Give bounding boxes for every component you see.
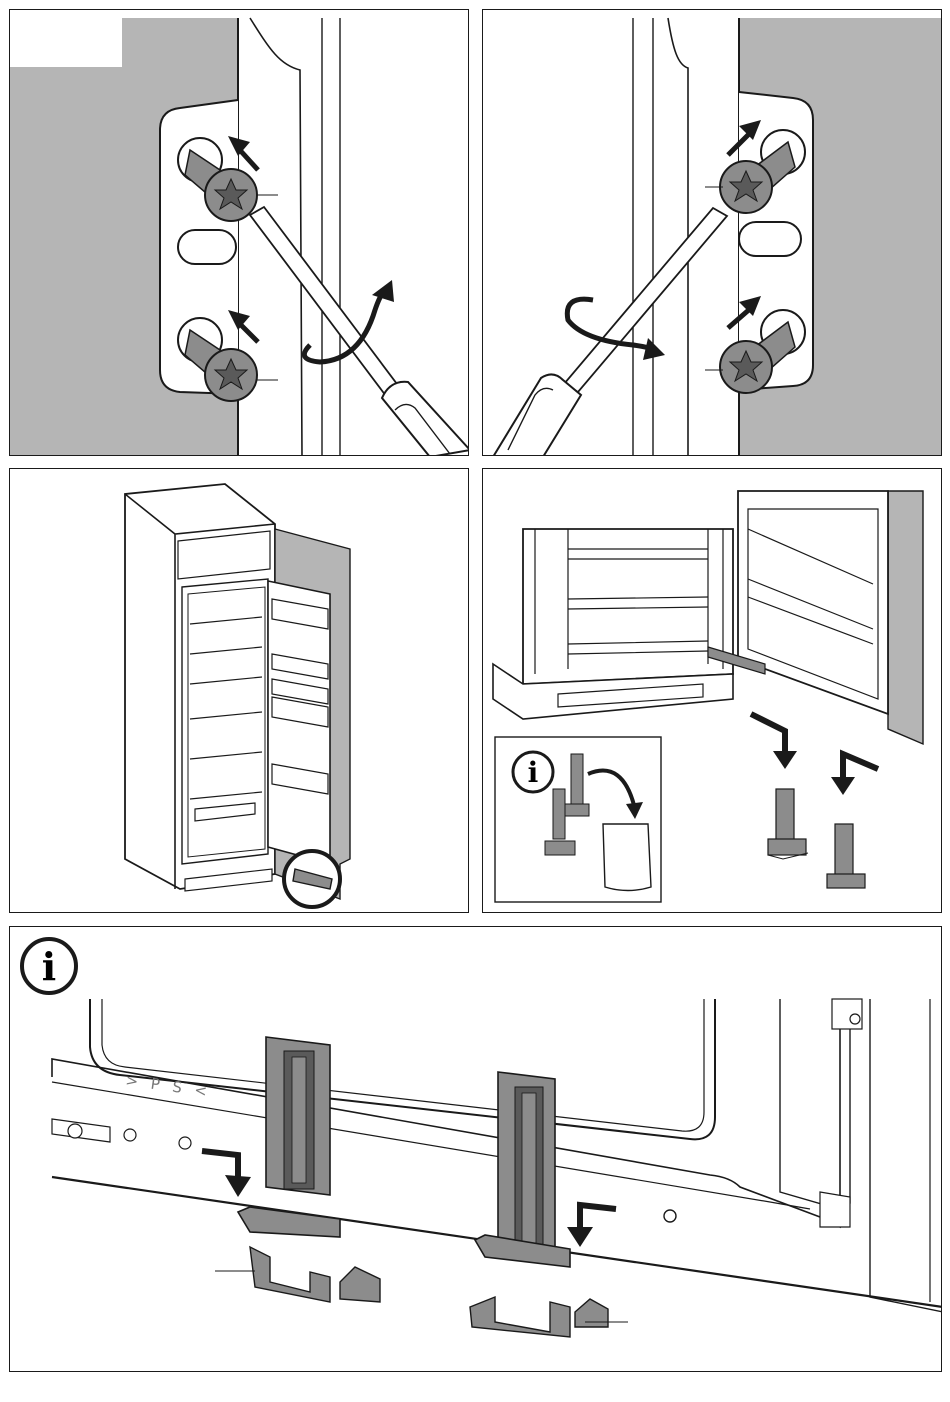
appliance-door bbox=[738, 491, 888, 714]
clip-detail-illustration: i > P S < bbox=[10, 927, 942, 1372]
bracket-slot bbox=[739, 222, 801, 256]
storage-bag bbox=[603, 824, 651, 891]
info-symbol: i bbox=[42, 944, 56, 989]
clip-insertion-illustration: i bbox=[483, 469, 942, 913]
bracket-slot bbox=[178, 230, 236, 264]
panel-screws-right bbox=[482, 9, 942, 456]
arrow-icon bbox=[202, 1151, 251, 1197]
arrow-icon bbox=[751, 714, 797, 769]
panel-appliance-installed bbox=[9, 468, 469, 913]
clip-part bbox=[827, 824, 865, 888]
screwdriver-icon bbox=[493, 208, 727, 456]
info-inset: i bbox=[495, 737, 661, 902]
info-icon: i bbox=[22, 939, 76, 993]
panel-clip-detail: i > P S < bbox=[9, 926, 942, 1372]
appliance-cabinet-illustration bbox=[10, 469, 469, 913]
hinge-mechanism bbox=[52, 1119, 191, 1149]
screwdriver-icon bbox=[250, 207, 469, 456]
screws-left-illustration bbox=[10, 10, 469, 456]
panel-insert-clips: i bbox=[482, 468, 942, 913]
appliance-outline bbox=[90, 999, 715, 1139]
clip-part bbox=[768, 789, 808, 859]
panel-screws-left bbox=[9, 9, 469, 456]
height-clip-part bbox=[238, 1037, 380, 1302]
info-icon: i bbox=[513, 752, 553, 792]
hinge-mechanism bbox=[832, 999, 862, 1029]
magnifier-circle-icon bbox=[284, 851, 340, 907]
arrow-icon bbox=[831, 754, 878, 795]
arrow-icon bbox=[567, 1205, 616, 1247]
info-symbol: i bbox=[528, 756, 539, 789]
screws-right-illustration bbox=[483, 10, 942, 456]
